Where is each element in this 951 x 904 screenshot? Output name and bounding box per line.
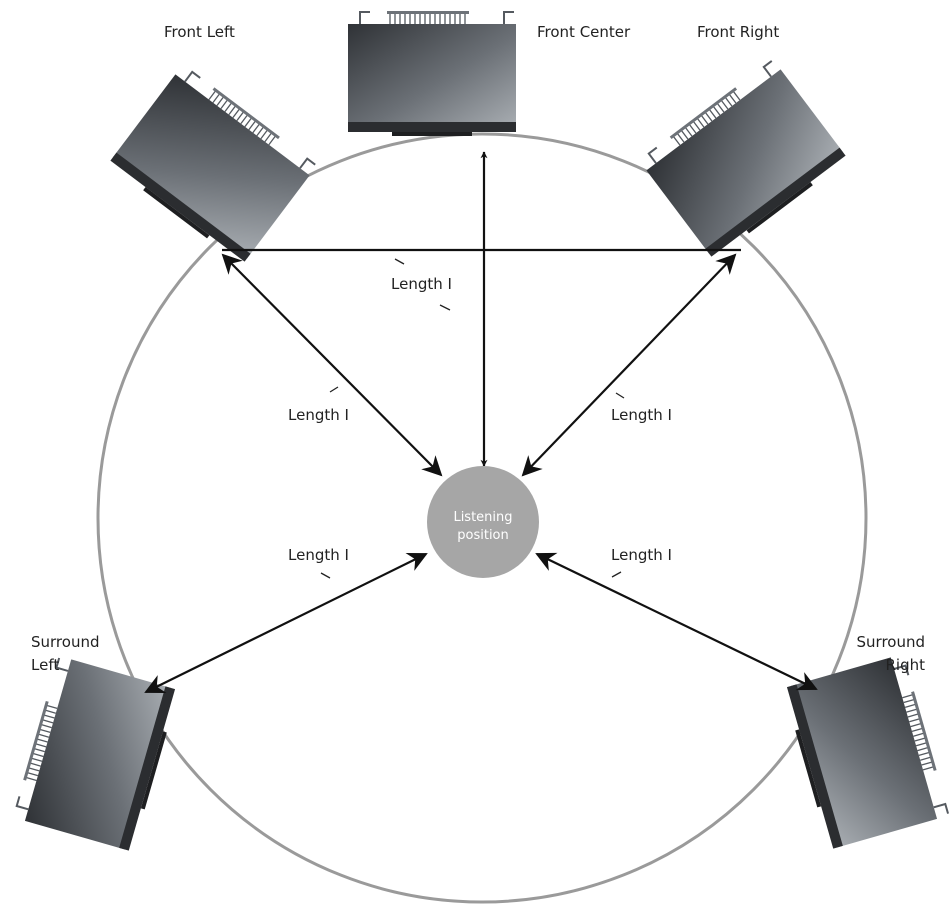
length-label-surround-left: Length I (288, 546, 349, 564)
length-label-surround-right: Length I (611, 546, 672, 564)
speaker-front-left (107, 62, 319, 266)
listening-position-label-line1: Listening (453, 510, 512, 525)
placement-circle (96, 132, 868, 904)
arrow-surround-left (144, 552, 428, 694)
length-label-front-left: Length I (288, 406, 349, 424)
length-label-front: Length I (391, 275, 452, 293)
length-tick (615, 392, 625, 399)
length-tick (320, 572, 331, 579)
length-tick (611, 571, 622, 578)
length-tick (439, 304, 451, 311)
listening-position (427, 466, 539, 578)
label-surround-right-line1: Surround (857, 633, 925, 651)
length-label-front-right: Length I (611, 406, 672, 424)
arrow-surround-right (535, 552, 818, 691)
label-front-center: Front Center (537, 23, 631, 41)
label-front-left: Front Left (164, 23, 235, 41)
speaker-front-right (637, 57, 849, 261)
length-tick (329, 386, 339, 393)
speaker-front-center (347, 10, 517, 137)
label-surround-left-line1: Surround (31, 633, 99, 651)
label-surround-left-line2: Left (31, 656, 59, 674)
label-surround-right-line2: Right (886, 656, 926, 674)
listening-position-label-line2: position (457, 528, 509, 543)
arrow-front-right (521, 253, 737, 477)
speaker-surround-right (782, 652, 951, 851)
length-tick (394, 258, 405, 265)
arrow-front-left (221, 253, 443, 477)
label-front-right: Front Right (697, 23, 779, 41)
speaker-surround-left (11, 654, 180, 853)
